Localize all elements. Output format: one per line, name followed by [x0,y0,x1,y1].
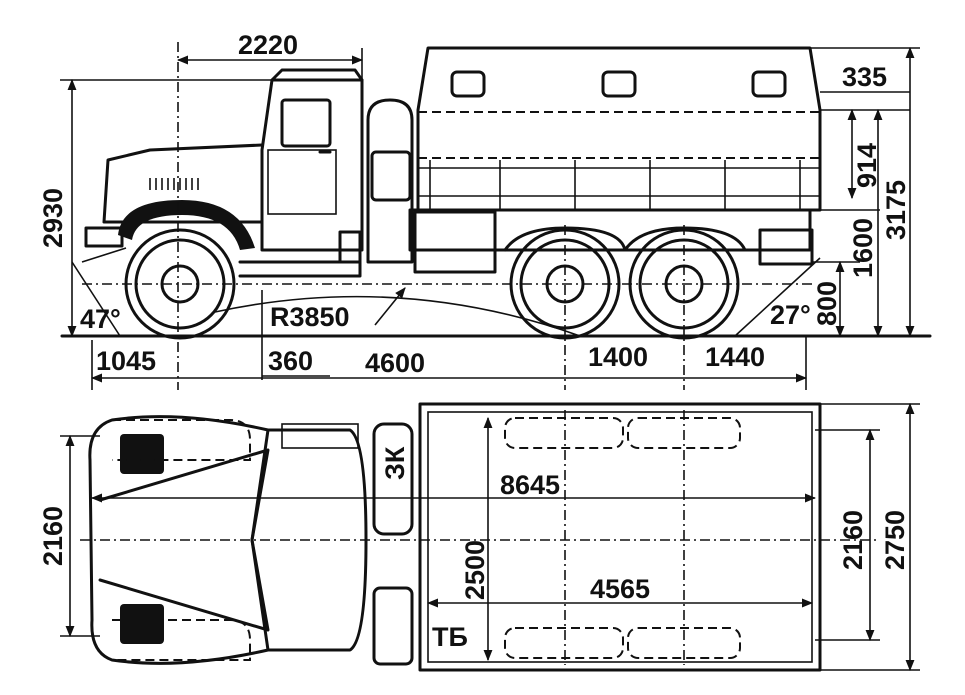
chassis-frame [408,208,812,252]
cover-window-3 [751,70,787,98]
spare-wheel-top [372,422,414,536]
dim-1400: 1400 [588,342,648,372]
cargo-bed-inner [427,411,813,663]
side-step-box [338,230,362,264]
front-bumper [84,226,124,248]
windscreen-fold-right [98,538,270,632]
cab-roof [270,68,364,82]
dim-2220: 2220 [238,30,298,60]
running-board [238,260,362,278]
side-view: 2220 2930 335 914 3175 1600 800 47° 27° … [38,30,932,390]
dim-2160-left: 2160 [38,506,68,566]
departure-angle-line [734,257,821,337]
dim-1045: 1045 [96,346,156,376]
front-fender [118,200,255,250]
label-tb: ТБ [432,622,468,652]
windscreen-fold-left [98,448,270,542]
cab-rear-window [370,150,412,202]
hood-top-view [88,415,270,665]
cab-door [267,149,337,215]
dim-8645: 8645 [500,470,560,500]
radius-r3850: R3850 [270,302,350,332]
left-mirror-vent [120,434,164,474]
spare-wheel-carrier [366,98,414,264]
hood-louvers [149,178,199,190]
bed-wheel-outlines [504,417,741,659]
dim-2160-right: 2160 [838,510,868,570]
right-mirror-vent [120,604,164,644]
dim-800: 800 [812,281,842,326]
approach-angle-line-front [81,247,127,263]
dim-335: 335 [842,62,887,92]
dim-3175: 3175 [881,180,911,240]
rear-wheel-arch [503,226,747,252]
dim-4565: 4565 [590,574,650,604]
dim-1600: 1600 [848,218,878,278]
cargo-bed-outer [418,402,822,672]
dim-2930: 2930 [38,188,68,248]
dim-360: 360 [268,346,313,376]
approach-angle-line [71,261,121,337]
side-board-ribs [429,160,801,210]
dim-2500: 2500 [460,540,490,600]
dim-4600: 4600 [365,348,425,378]
cover-window-1 [450,70,486,98]
cover-window-2 [601,70,637,98]
radius-leader [374,287,406,326]
engine-hood [102,143,264,224]
cab-door-window [280,98,332,148]
fuel-tank [413,210,497,274]
dim-1440: 1440 [705,342,765,372]
dim-2750: 2750 [880,510,910,570]
cab [260,78,364,252]
top-view: 2160 8645 2500 4565 2160 2750 ЗК ТБ [38,402,920,672]
angle-27: 27° [770,300,811,330]
angle-47: 47° [80,304,121,334]
fuel-tank-top [372,586,414,666]
label-zk: ЗК [380,446,410,480]
rear-bumper [758,228,814,266]
cab-back-top [281,423,359,449]
